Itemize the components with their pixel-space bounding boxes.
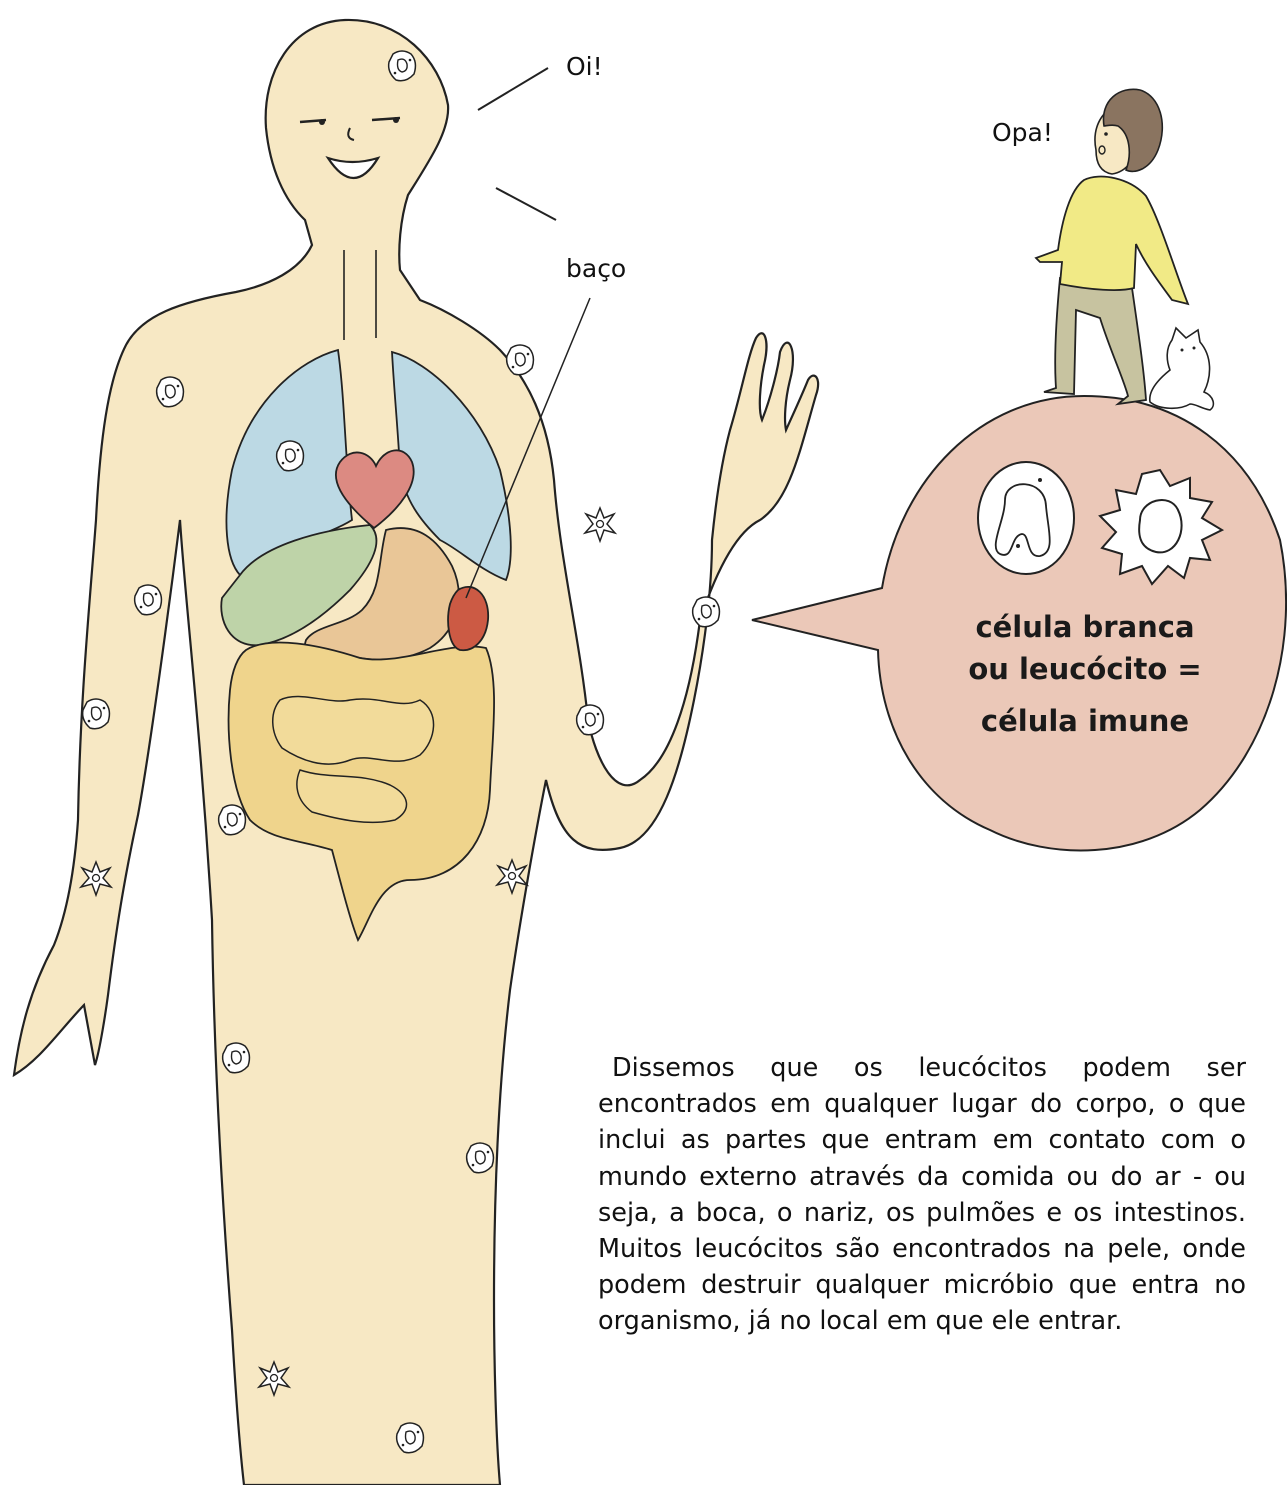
bubble-cell-1 xyxy=(978,462,1074,574)
person-figure xyxy=(1036,89,1188,404)
speech-oi: Oi! xyxy=(566,52,603,81)
speech-opa: Opa! xyxy=(992,118,1053,147)
body-paragraph: Dissemos que os leucócitos podem ser enc… xyxy=(598,1050,1246,1340)
bubble-line-1: célula branca xyxy=(935,610,1235,644)
cat-figure xyxy=(1150,328,1214,410)
label-spleen: baço xyxy=(566,254,626,283)
bubble-line-2: ou leucócito = xyxy=(935,652,1235,686)
bubble-line-3: célula imune xyxy=(935,704,1235,738)
